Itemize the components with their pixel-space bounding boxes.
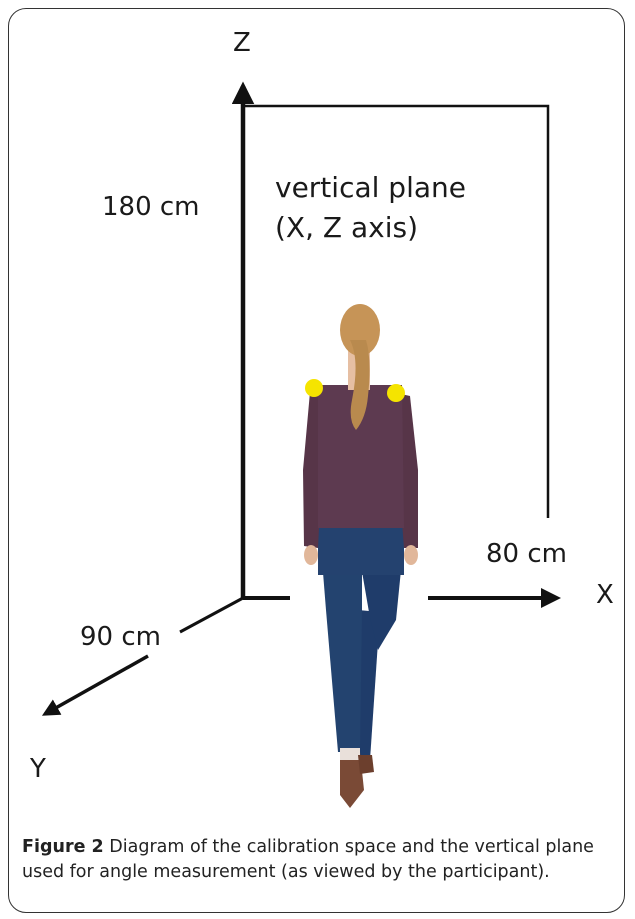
right-shoulder-marker [387,384,405,402]
y-axis-upper [179,596,244,634]
vertical-plane-outline [243,104,550,518]
vertical-plane-label: vertical plane (X, Z axis) [275,168,466,248]
figure-caption-label: Figure 2 [22,837,104,857]
figure-caption: Figure 2 Diagram of the calibration spac… [22,835,612,885]
figure-caption-text: Diagram of the calibration space and the… [22,837,594,882]
vertical-plane-label-line1: vertical plane [275,171,466,204]
height-dimension-label: 180 cm [102,192,200,222]
figure-frame [8,8,625,913]
left-shoulder-marker [305,379,323,397]
x-axis-label: X [596,580,614,610]
depth-dimension-label: 90 cm [80,622,161,652]
walking-person-icon [303,304,418,808]
width-dimension-label: 80 cm [486,539,567,569]
y-axis-label: Y [30,754,46,784]
vertical-plane-label-line2: (X, Z axis) [275,211,419,244]
z-axis-label: Z [233,28,251,58]
y-axis [41,654,149,716]
